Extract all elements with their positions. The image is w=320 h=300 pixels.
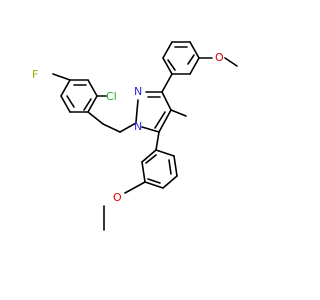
nitrogen-ring-label: N: [134, 85, 142, 98]
atom-labels: F Cl N N O O: [32, 51, 224, 204]
lower-methoxyphenyl-ring: [103, 131, 178, 231]
methylene-linker: [102, 122, 137, 133]
fluorine-label: F: [32, 68, 38, 81]
chlorine-label: Cl: [106, 90, 117, 103]
upper-methoxyphenyl-ring: [161, 41, 238, 93]
nitrogen-substituted-label: N: [134, 120, 142, 133]
oxygen-bottom-label: O: [113, 191, 122, 204]
molecule-structure-diagram: F Cl N N O O: [32, 41, 238, 231]
chlorofluorophenyl-ring: [52, 73, 107, 125]
pyrazole-ring: [135, 91, 187, 133]
oxygen-top-label: O: [215, 51, 224, 64]
